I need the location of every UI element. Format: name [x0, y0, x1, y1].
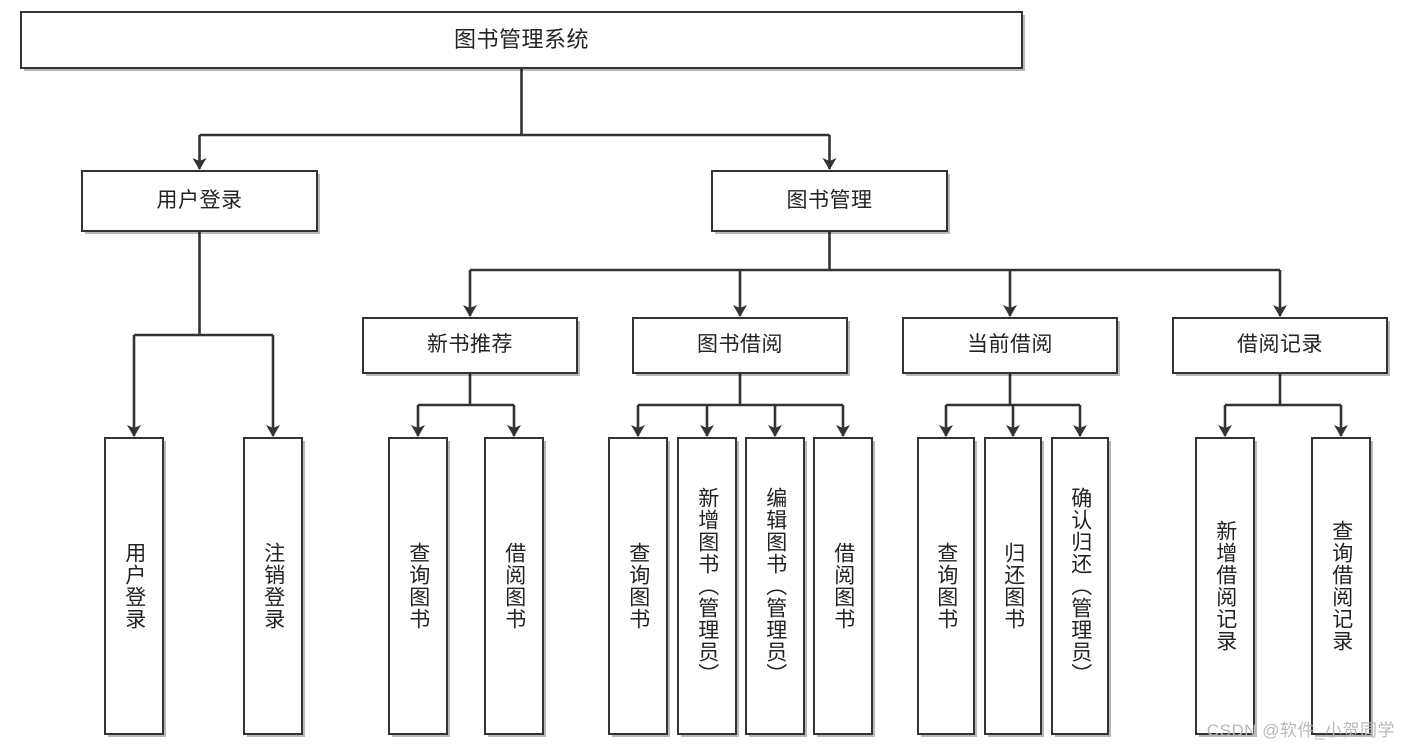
node-leaf-borrow-book-1-label: 借阅图书 — [502, 542, 526, 630]
node-leaf-add-book[interactable]: 新增图书（管理员） — [677, 437, 737, 735]
node-leaf-return-book[interactable]: 归还图书 — [984, 437, 1042, 735]
node-leaf-query-book-2[interactable]: 查询图书 — [608, 437, 668, 735]
node-leaf-user-login[interactable]: 用户登录 — [104, 437, 164, 735]
node-leaf-query-record-label: 查询借阅记录 — [1329, 520, 1353, 652]
node-root[interactable]: 图书管理系统 — [20, 11, 1023, 69]
node-current-borrow[interactable]: 当前借阅 — [902, 317, 1118, 374]
node-borrow-record-label: 借阅记录 — [1237, 333, 1323, 357]
csdn-watermark: CSDN @软件_小贺同学 — [1206, 721, 1395, 740]
node-leaf-edit-book-label: 编辑图书（管理员） — [763, 487, 787, 685]
node-new-book-rec-label: 新书推荐 — [427, 333, 513, 357]
node-leaf-add-record-label: 新增借阅记录 — [1213, 520, 1237, 652]
node-current-borrow-label: 当前借阅 — [967, 333, 1053, 357]
node-book-manage-label: 图书管理 — [786, 188, 873, 212]
node-leaf-query-record[interactable]: 查询借阅记录 — [1311, 437, 1371, 735]
node-leaf-user-login-label: 用户登录 — [122, 542, 146, 630]
node-borrow-record[interactable]: 借阅记录 — [1172, 317, 1388, 374]
node-leaf-logout[interactable]: 注销登录 — [243, 437, 303, 735]
node-book-borrow-label: 图书借阅 — [697, 333, 783, 357]
node-book-manage[interactable]: 图书管理 — [711, 170, 948, 232]
node-new-book-rec[interactable]: 新书推荐 — [362, 317, 578, 374]
node-leaf-logout-label: 注销登录 — [261, 542, 285, 630]
node-root-label: 图书管理系统 — [453, 26, 589, 52]
node-leaf-edit-book[interactable]: 编辑图书（管理员） — [745, 437, 805, 735]
node-user-login[interactable]: 用户登录 — [81, 170, 318, 232]
node-book-borrow[interactable]: 图书借阅 — [632, 317, 848, 374]
node-leaf-return-book-label: 归还图书 — [1001, 542, 1025, 630]
node-leaf-confirm-return[interactable]: 确认归还（管理员） — [1051, 437, 1109, 735]
node-leaf-add-book-label: 新增图书（管理员） — [695, 487, 719, 685]
node-leaf-add-record[interactable]: 新增借阅记录 — [1195, 437, 1255, 735]
node-leaf-query-book-3[interactable]: 查询图书 — [917, 437, 975, 735]
node-leaf-confirm-return-label: 确认归还（管理员） — [1068, 487, 1092, 685]
node-leaf-query-book-1[interactable]: 查询图书 — [388, 437, 448, 735]
node-leaf-borrow-book-2-label: 借阅图书 — [831, 542, 855, 630]
node-leaf-query-book-2-label: 查询图书 — [626, 542, 650, 630]
node-leaf-query-book-3-label: 查询图书 — [934, 542, 958, 630]
node-user-login-label: 用户登录 — [156, 188, 243, 212]
node-leaf-borrow-book-2[interactable]: 借阅图书 — [813, 437, 873, 735]
node-leaf-borrow-book-1[interactable]: 借阅图书 — [484, 437, 544, 735]
node-leaf-query-book-1-label: 查询图书 — [406, 542, 430, 630]
